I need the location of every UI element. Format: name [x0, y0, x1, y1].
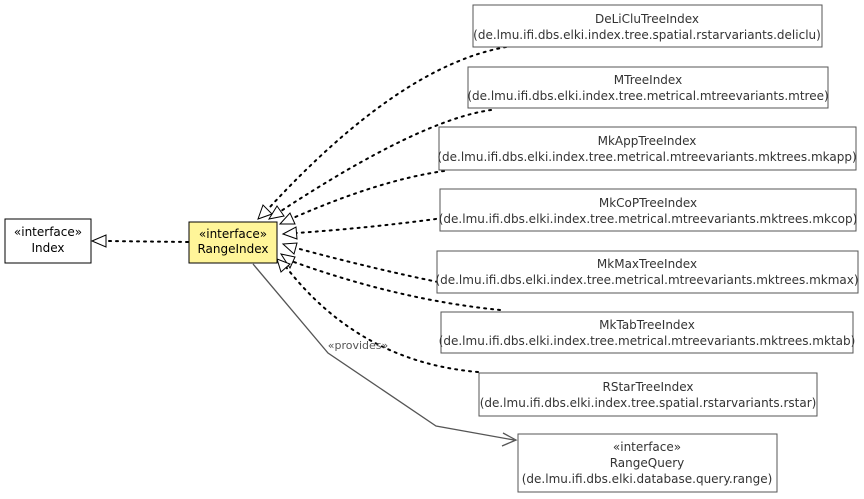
deliclutreeindex-package: (de.lmu.ifi.dbs.elki.index.tree.spatial.…: [473, 28, 821, 42]
mkcoptreeindex-class-box[interactable]: MkCoPTreeIndex (de.lmu.ifi.dbs.elki.inde…: [439, 188, 858, 232]
rangeindex-stereotype: «interface»: [199, 227, 267, 241]
deliclutreeindex-name: DeLiCluTreeIndex: [595, 12, 699, 26]
mkapptreeindex-package: (de.lmu.ifi.dbs.elki.index.tree.metrical…: [437, 150, 856, 164]
realization-arrowhead: [279, 253, 296, 270]
rangeindex-interface-box[interactable]: «interface» RangeIndex: [188, 221, 278, 264]
mtreeindex-class-box[interactable]: MTreeIndex (de.lmu.ifi.dbs.elki.index.tr…: [467, 66, 829, 109]
index-stereotype: «interface»: [14, 225, 82, 239]
rstartreeindex-package: (de.lmu.ifi.dbs.elki.index.tree.spatial.…: [480, 396, 817, 410]
rangequery-name: RangeQuery: [610, 456, 685, 470]
mkcoptreeindex-package: (de.lmu.ifi.dbs.elki.index.tree.metrical…: [439, 212, 858, 226]
provides-arrowhead: [501, 432, 518, 447]
realization-arrowhead: [278, 212, 296, 225]
provides-label: «provides»: [328, 339, 389, 352]
mktabtreeindex-name: MkTabTreeIndex: [599, 318, 695, 332]
realization-arrowhead: [90, 234, 107, 248]
realization-arrowhead: [267, 205, 285, 220]
mtreeindex-name: MTreeIndex: [614, 73, 682, 87]
mtreeindex-package: (de.lmu.ifi.dbs.elki.index.tree.metrical…: [467, 89, 828, 103]
realization-arrowhead: [276, 258, 291, 273]
rangequery-package: (de.lmu.ifi.dbs.elki.database.query.rang…: [522, 472, 773, 486]
edge-rangeindex-to-index: [105, 240, 189, 243]
mkcoptreeindex-name: MkCoPTreeIndex: [599, 196, 697, 210]
realization-arrowhead: [281, 226, 298, 240]
rstartreeindex-name: RStarTreeIndex: [603, 380, 694, 394]
edge-rstartreeindex-to-rangeindex: [285, 266, 479, 373]
mkmaxtreeindex-package: (de.lmu.ifi.dbs.elki.index.tree.metrical…: [435, 273, 858, 287]
rstartreeindex-class-box[interactable]: RStarTreeIndex (de.lmu.ifi.dbs.elki.inde…: [478, 372, 818, 417]
edge-mkapptreeindex-to-rangeindex: [292, 170, 445, 219]
mkmaxtreeindex-name: MkMaxTreeIndex: [597, 257, 697, 271]
index-name: Index: [31, 241, 64, 255]
rangequery-interface-box[interactable]: «interface» RangeQuery (de.lmu.ifi.dbs.e…: [517, 433, 778, 493]
mkapptreeindex-class-box[interactable]: MkAppTreeIndex (de.lmu.ifi.dbs.elki.inde…: [437, 126, 857, 171]
edge-provides-rangequery: [252, 263, 515, 441]
edge-mkmaxtreeindex-to-rangeindex: [295, 247, 439, 283]
rangequery-stereotype: «interface»: [613, 440, 681, 454]
realization-arrowhead: [257, 204, 273, 220]
edge-mtreeindex-to-rangeindex: [280, 109, 492, 212]
index-interface-box[interactable]: «interface» Index: [4, 218, 92, 264]
rangeindex-name: RangeIndex: [197, 242, 268, 256]
mktabtreeindex-package: (de.lmu.ifi.dbs.elki.index.tree.metrical…: [439, 334, 856, 348]
deliclutreeindex-class-box[interactable]: DeLiCluTreeIndex (de.lmu.ifi.dbs.elki.in…: [472, 4, 823, 48]
edge-delicluindex-to-rangeindex: [268, 46, 507, 209]
edge-mkcoptreeindex-to-rangeindex: [295, 217, 444, 234]
realization-arrowhead: [281, 242, 298, 255]
mkmaxtreeindex-class-box[interactable]: MkMaxTreeIndex (de.lmu.ifi.dbs.elki.inde…: [435, 250, 859, 294]
mktabtreeindex-class-box[interactable]: MkTabTreeIndex (de.lmu.ifi.dbs.elki.inde…: [439, 311, 856, 354]
edge-mktabtreeindex-to-rangeindex: [293, 261, 501, 311]
mkapptreeindex-name: MkAppTreeIndex: [598, 134, 697, 148]
